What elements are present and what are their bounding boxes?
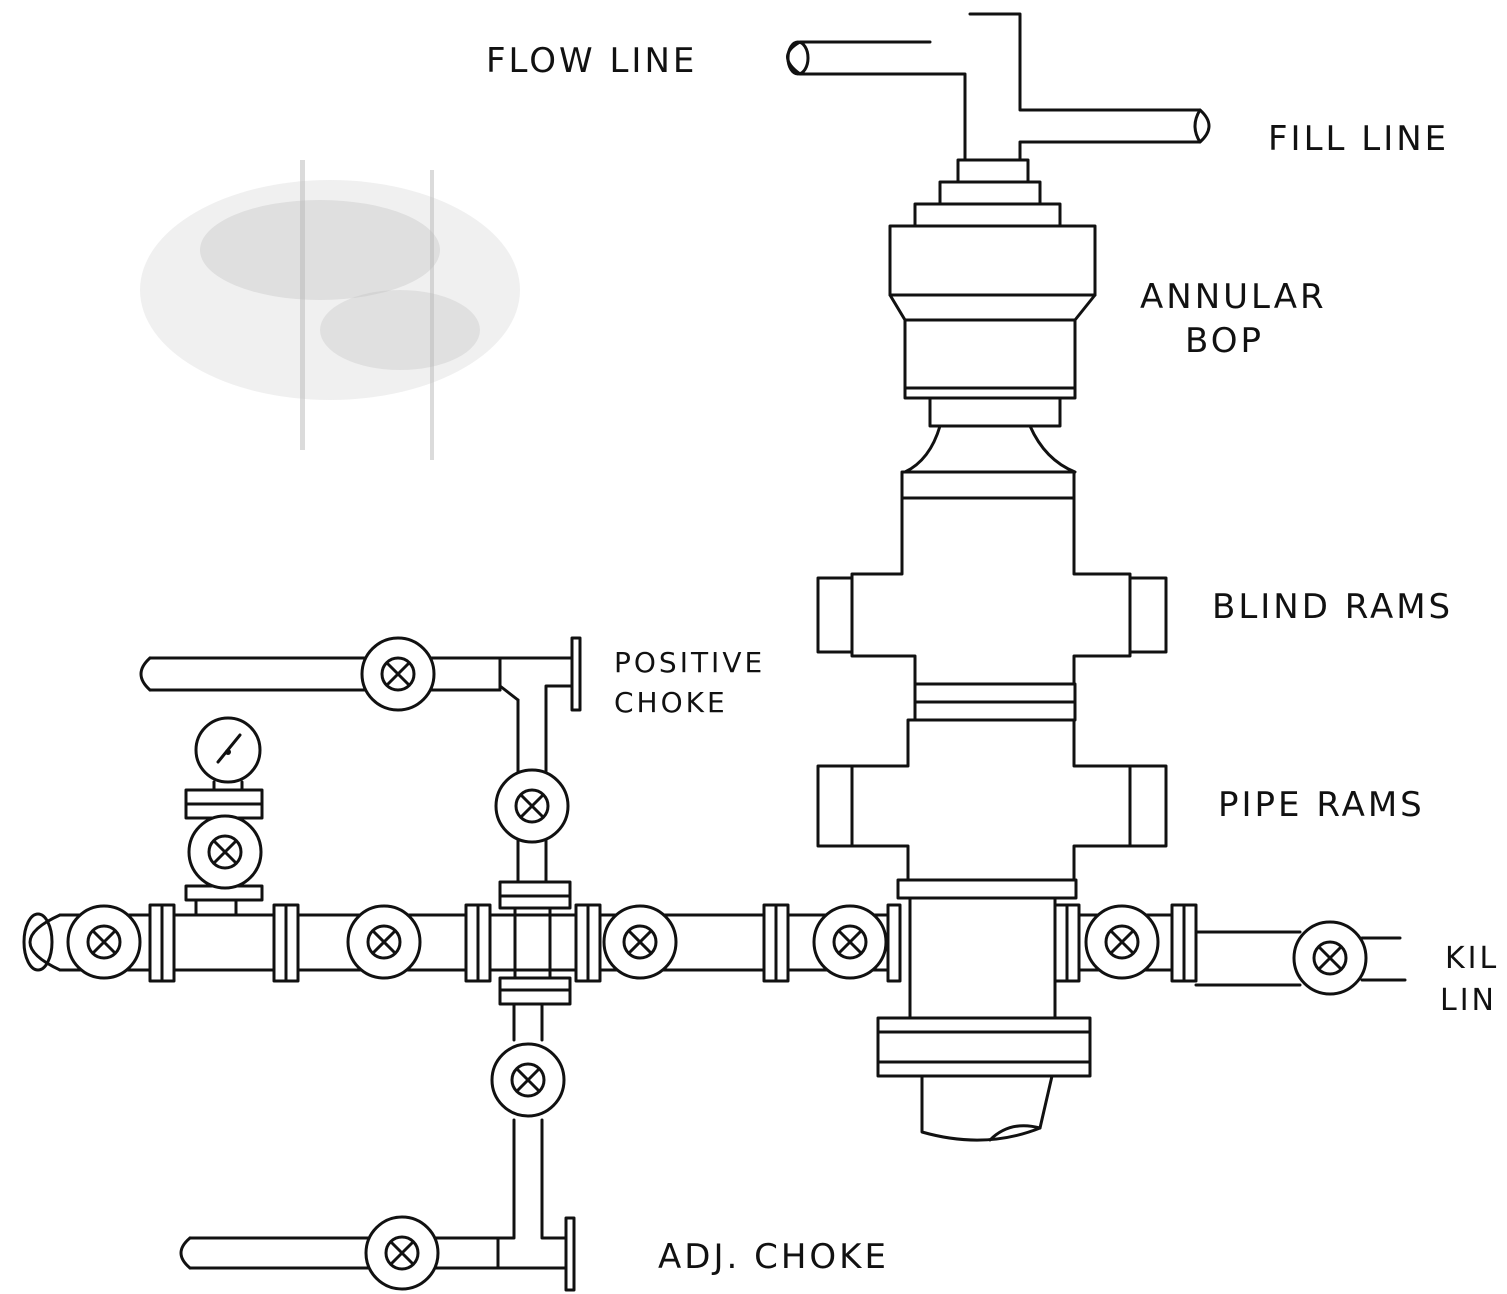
drilling-spool (876, 896, 1092, 1142)
gauge-branch (184, 788, 264, 917)
valve-upper-branch-icon (494, 768, 570, 844)
valve-choke-line-2-icon (346, 904, 422, 980)
label-annular-bop-line2: BOP (1185, 321, 1264, 361)
valve-kill-line-1-icon (1084, 904, 1160, 980)
flow-line-pipe (786, 40, 967, 162)
blind-rams-body (816, 470, 1168, 722)
valve-choke-line-4-icon (812, 904, 888, 980)
pipe-rams-body (816, 718, 1168, 900)
label-positive-choke-line1: POSITIVE (614, 646, 765, 679)
riser-pipe (968, 12, 1211, 162)
label-pipe-rams: PIPE RAMS (1218, 785, 1425, 825)
valve-choke-line-1-icon (66, 904, 142, 980)
label-annular-bop-line1: ANNULAR (1140, 277, 1327, 317)
valve-adj-choke-line-icon (364, 1215, 440, 1291)
cross-fitting (464, 880, 572, 1006)
annular-bop-body (888, 224, 1097, 474)
label-adj-choke: ADJ. CHOKE (658, 1237, 889, 1277)
label-kill-line-line2: LIN (1440, 983, 1497, 1018)
pressure-gauge-icon (194, 716, 262, 792)
label-flow-line: FLOW LINE (486, 41, 697, 81)
valves (66, 636, 1368, 1291)
kill-line-pipe (1053, 903, 1407, 987)
valve-kill-line-2-icon (1292, 920, 1368, 996)
valve-choke-line-3-icon (602, 904, 678, 980)
label-blind-rams: BLIND RAMS (1212, 587, 1453, 627)
choke-line-flanges (148, 903, 902, 983)
label-positive-choke-line2: CHOKE (614, 686, 728, 719)
positive-choke-branch (139, 636, 582, 884)
label-fill-line: FILL LINE (1268, 119, 1449, 159)
valve-gauge-icon (187, 814, 263, 890)
valve-positive-choke-line-icon (360, 636, 436, 712)
label-kill-line-line1: KIL (1445, 941, 1499, 976)
scan-smudge (140, 160, 520, 460)
top-flanges (913, 158, 1062, 228)
valve-lower-branch-icon (490, 1042, 566, 1118)
